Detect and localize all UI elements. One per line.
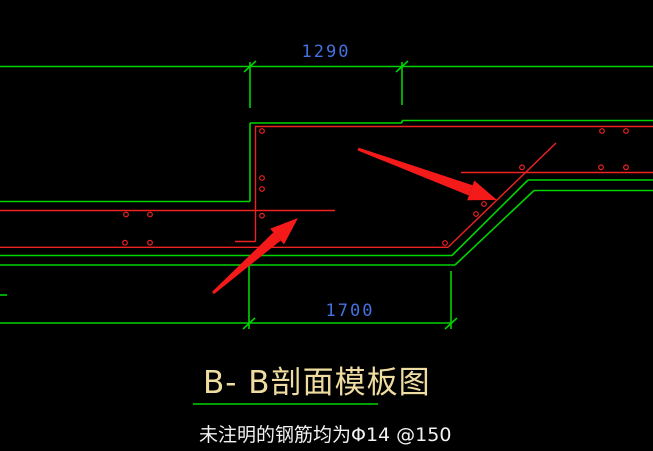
structure-green-line-3 <box>243 60 257 73</box>
structure-green-line-14 <box>454 189 535 266</box>
rebar-section-circle-4 <box>259 128 265 134</box>
structure-green-line-20 <box>444 317 458 330</box>
structure-green-line-19 <box>242 317 256 330</box>
rebar-section-circle-1 <box>147 211 153 218</box>
rebar-section-circle-7 <box>519 164 525 171</box>
dimension-bottom-value: 1700 <box>325 301 375 321</box>
dimension-top-value: 1290 <box>301 42 351 62</box>
rebar-section-circle-14 <box>473 211 479 217</box>
annotation-arrow-1-shaft <box>212 232 281 295</box>
rebar-section-circle-9 <box>623 164 629 171</box>
rebar-section-circle-2 <box>122 239 128 246</box>
rebar-section-circle-8 <box>598 164 604 171</box>
section-title: B- B剖面模板图 <box>203 365 431 401</box>
structure-green-line-4 <box>395 60 409 73</box>
rebar-section-circle-6 <box>623 128 629 134</box>
rebar-section-circle-12 <box>259 212 265 219</box>
rebar-section-circle-0 <box>123 211 129 218</box>
rebar-section-circle-10 <box>259 175 265 181</box>
rebar-section-circle-11 <box>259 186 265 192</box>
annotation-arrow-1-head <box>270 218 298 245</box>
annotation-arrow-2-shaft <box>357 147 473 196</box>
structure-green-line-11 <box>451 179 529 257</box>
rebar-section-circle-15 <box>442 240 448 246</box>
rebar-section-circle-13 <box>481 201 487 207</box>
annotation-arrow-2-head <box>467 180 497 201</box>
rebar-section-circle-5 <box>599 128 605 134</box>
rebar-red-line-5 <box>447 142 557 248</box>
rebar-section-circle-3 <box>147 239 153 246</box>
rebar-note: 未注明的钢筋均为Φ14 @150 <box>199 424 452 446</box>
